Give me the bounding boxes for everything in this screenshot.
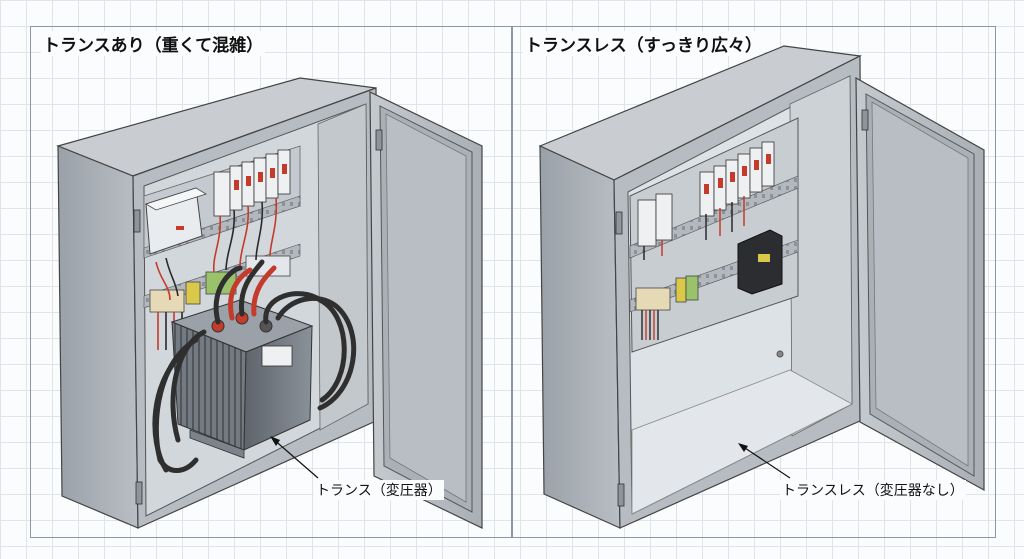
left-cabinet-door xyxy=(369,91,483,529)
panel-title-with-transformer: トランスあり（重くて混雑） xyxy=(41,31,266,56)
right-terminal-blocks xyxy=(635,275,699,340)
transformer xyxy=(170,299,314,459)
callout-transformer: トランス（変圧器） xyxy=(314,480,444,500)
right-cabinet xyxy=(538,45,985,529)
left-power-supply xyxy=(145,187,207,255)
right-cabinet-side xyxy=(539,145,621,529)
right-breakers xyxy=(637,141,775,247)
left-cabinet xyxy=(56,77,483,529)
panel-with-transformer: トランスあり（重くて混雑） xyxy=(30,26,512,538)
callout-transformerless: トランスレス（変圧器なし） xyxy=(780,480,966,500)
left-breakers xyxy=(213,149,291,217)
right-compact-module xyxy=(737,229,783,295)
right-cabinet-door xyxy=(855,76,985,492)
panel-title-transformerless: トランスレス（すっきり広々） xyxy=(523,31,764,56)
right-wiring xyxy=(643,196,745,260)
transformer-cables xyxy=(152,259,357,473)
panel-transformerless: トランスレス（すっきり広々） xyxy=(512,26,996,538)
left-cabinet-side xyxy=(57,145,139,529)
